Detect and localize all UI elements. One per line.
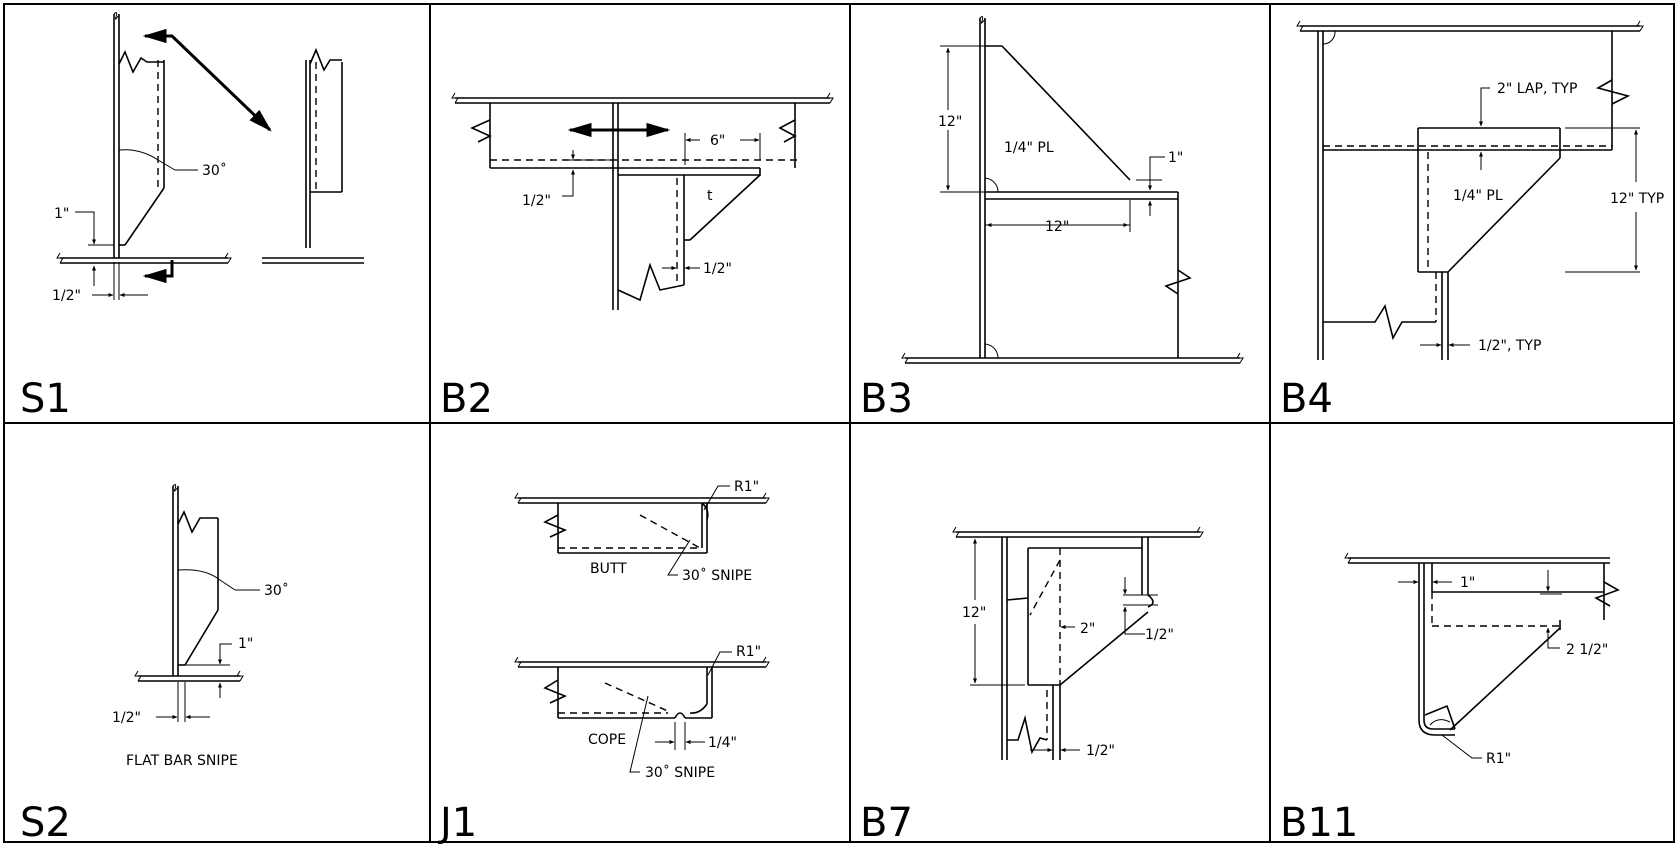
j1-cope-joint	[514, 651, 770, 773]
b7-dim-half-b: 1/2"	[1086, 743, 1115, 759]
s1-dim-half: 1/2"	[52, 288, 81, 304]
j1-butt-joint	[514, 485, 770, 576]
s1-section-arrows	[142, 28, 272, 284]
j1-cope-label: COPE	[588, 732, 626, 748]
j1-r1-b: R1"	[736, 644, 761, 660]
s2-stiffener-profile	[134, 484, 260, 682]
panel-s1: S1 30˚	[20, 12, 364, 422]
panel-j1: J1 R1" BUTT 30˚ SNIPE	[437, 479, 770, 846]
panel-id-b7: B7	[860, 800, 913, 846]
b11-structure	[1344, 552, 1620, 759]
j1-r1-a: R1"	[734, 479, 759, 495]
b2-structure	[451, 92, 834, 310]
b11-dimensions	[1398, 568, 1562, 649]
panel-id-b11: B11	[1280, 800, 1358, 846]
j1-dimensions	[655, 722, 705, 750]
s1-dim-1in: 1"	[54, 206, 69, 222]
b4-dim-12typ: 12" TYP	[1610, 191, 1664, 207]
s1-dimensions	[75, 211, 148, 300]
s1-section-view	[262, 47, 364, 264]
j1-dim-quarter: 1/4"	[708, 735, 737, 751]
b3-structure	[901, 16, 1244, 364]
b11-dim-1: 1"	[1460, 575, 1475, 591]
panel-id-b4: B4	[1280, 376, 1333, 422]
panel-id-s1: S1	[20, 376, 71, 422]
j1-snipe-b: 30˚ SNIPE	[645, 764, 715, 781]
b2-thickness: t	[707, 188, 713, 204]
b7-dim-2: 2"	[1080, 621, 1095, 637]
b4-plate-label: 1/4" PL	[1453, 188, 1503, 204]
b3-dim-12b: 12"	[1045, 219, 1069, 235]
panel-b2: B2	[440, 92, 834, 422]
panel-id-s2: S2	[20, 800, 71, 846]
b3-dim-1: 1"	[1168, 150, 1183, 166]
panel-b3: B3	[860, 16, 1244, 422]
b3-plate-label: 1/4" PL	[1004, 140, 1054, 156]
grid-frame	[3, 3, 1675, 843]
b7-dim-half-a: 1/2"	[1145, 627, 1174, 643]
panel-id-b3: B3	[860, 376, 913, 422]
s2-dim-1in: 1"	[238, 636, 253, 652]
b4-dim-half-typ: 1/2", TYP	[1478, 338, 1541, 354]
panel-id-j1: J1	[437, 800, 477, 846]
panel-id-b2: B2	[440, 376, 493, 422]
panel-s2: S2 30˚ 1" 1/2" FL	[20, 484, 289, 846]
panel-b7: B7	[860, 526, 1204, 846]
b11-dim-2half: 2 1/2"	[1566, 642, 1608, 658]
b4-structure	[1296, 20, 1644, 360]
b3-dimensions	[940, 45, 1165, 232]
b7-dim-12: 12"	[962, 605, 986, 621]
b2-dimensions	[562, 133, 761, 285]
b11-r1: R1"	[1486, 751, 1511, 767]
s2-caption: FLAT BAR SNIPE	[126, 753, 238, 769]
b7-dimensions	[970, 536, 1158, 752]
b7-structure	[952, 526, 1204, 760]
b4-lap-label: 2" LAP, TYP	[1497, 81, 1577, 97]
b4-dimensions	[1420, 87, 1640, 347]
b3-dim-12a: 12"	[938, 114, 962, 130]
b2-dim-half-b: 1/2"	[703, 261, 732, 277]
j1-snipe-a: 30˚ SNIPE	[682, 567, 752, 584]
s2-dimensions	[156, 643, 232, 722]
panel-b11: B11 1"	[1280, 552, 1620, 846]
j1-butt-label: BUTT	[590, 561, 627, 577]
s1-angle-label: 30˚	[202, 162, 227, 179]
panel-b4: B4	[1280, 20, 1664, 422]
s2-dim-half: 1/2"	[112, 710, 141, 726]
b2-dim-6: 6"	[710, 133, 725, 149]
b2-dim-half-a: 1/2"	[522, 193, 551, 209]
s1-stiffener-profile	[56, 12, 232, 264]
s2-angle-label: 30˚	[264, 582, 289, 599]
